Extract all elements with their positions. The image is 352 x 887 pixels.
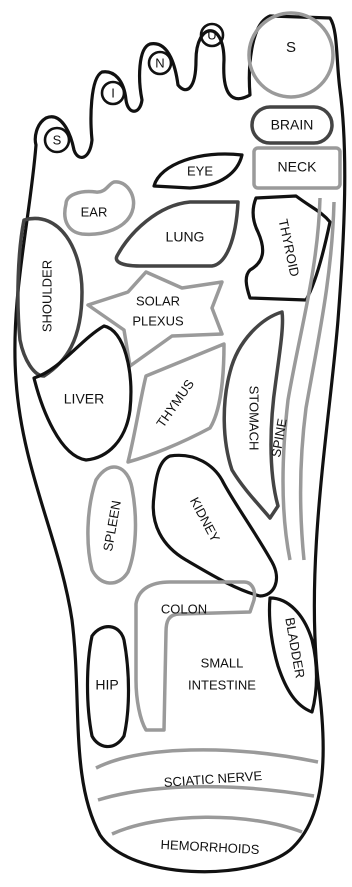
lung-label: LUNG	[166, 229, 205, 245]
hemorrhoids-band	[112, 817, 302, 834]
neck-label: NECK	[278, 159, 318, 175]
stomach-label: STOMACH	[247, 386, 262, 451]
hip-label: HIP	[95, 677, 118, 693]
thymus-label: THYMUS	[153, 376, 197, 430]
sciatic-nerve-band-top	[96, 750, 318, 768]
fourth-toe-label: I	[111, 85, 115, 100]
hemorrhoids-label: HEMORRHOIDS	[160, 837, 260, 857]
small-intestine-label-line1: SMALL	[201, 655, 244, 670]
spine-band-right	[301, 202, 335, 560]
shoulder-label: SHOULDER	[39, 260, 54, 332]
big-toe-label: S	[286, 39, 296, 56]
bladder-label: BLADDER	[282, 616, 307, 679]
colon-label: COLON	[161, 601, 207, 616]
spleen-label: SPLEEN	[100, 499, 124, 552]
eye-label: EYE	[187, 163, 213, 178]
ear-label: EAR	[81, 204, 108, 219]
brain-label: BRAIN	[271, 117, 314, 133]
solar-plexus-label-line2: PLEXUS	[132, 313, 184, 328]
small-intestine-label-line2: INTESTINE	[188, 677, 256, 692]
sciatic-nerve-band-bottom	[98, 787, 314, 800]
liver-label: LIVER	[64, 391, 104, 407]
thyroid-label: THYROID	[276, 218, 303, 278]
second-toe-label: U	[207, 27, 216, 42]
solar-plexus-label-line1: SOLAR	[136, 293, 180, 308]
little-toe-label: S	[53, 132, 62, 147]
kidney-label: KIDNEY	[187, 495, 223, 545]
third-toe-label: N	[155, 55, 164, 70]
